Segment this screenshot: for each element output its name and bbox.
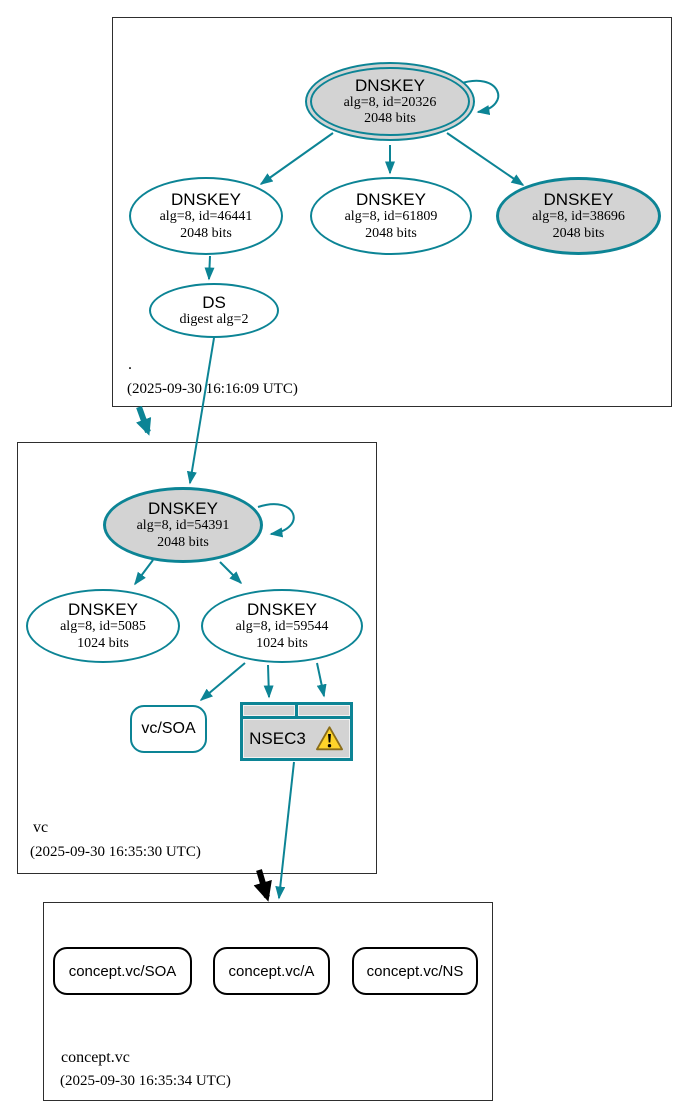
node-concept-vc-ns[interactable]: concept.vc/NS [352,947,478,995]
rrset-label: concept.vc/A [228,962,315,980]
node-alg-id: alg=8, id=61809 [344,209,438,225]
node-alg-id: alg=8, id=54391 [136,518,230,534]
node-root-dnskey-38696[interactable]: DNSKEY alg=8, id=38696 2048 bits [496,177,661,255]
nsec3-header-cell-left [243,705,295,716]
zone-label-root: . [128,356,132,373]
node-alg-id: alg=8, id=46441 [159,209,253,225]
warning-icon[interactable] [315,725,344,752]
nsec3-header-row [243,705,350,716]
node-alg-id: alg=8, id=38696 [532,209,625,225]
node-bits: 2048 bits [365,225,417,241]
node-concept-vc-soa[interactable]: concept.vc/SOA [53,947,192,995]
node-root-dnskey-61809[interactable]: DNSKEY alg=8, id=61809 2048 bits [310,177,472,255]
nsec3-header-cell-right [298,705,350,716]
nsec3-label: NSEC3 [249,728,306,748]
edge-delegation-root-to-vc [136,405,152,436]
node-bits: 2048 bits [552,225,605,241]
node-alg-id: alg=8, id=59544 [235,619,329,635]
rrset-label: concept.vc/SOA [68,962,177,980]
node-alg-id: alg=8, id=5085 [60,619,146,635]
rrset-label: vc/SOA [141,720,196,737]
rrset-label: concept.vc/NS [366,962,464,980]
zone-box-concept-vc [43,902,493,1101]
node-bits: 2048 bits [364,111,416,127]
node-vc-dnskey-54391[interactable]: DNSKEY alg=8, id=54391 2048 bits [103,487,263,563]
node-root-dnskey-20326[interactable]: DNSKEY alg=8, id=20326 2048 bits [305,62,475,141]
zone-timestamp-vc: (2025-09-30 16:35:30 UTC) [30,844,201,860]
node-title: DNSKEY [171,190,241,210]
node-vc-nsec3[interactable]: NSEC3 [240,702,353,761]
nsec3-body: NSEC3 [243,719,350,758]
zone-timestamp-root: (2025-09-30 16:16:09 UTC) [127,381,298,397]
node-title: DNSKEY [247,600,317,620]
zone-label-concept-vc: concept.vc [61,1049,130,1066]
node-bits: 1024 bits [256,635,308,651]
node-alg-id: alg=8, id=20326 [343,94,437,110]
node-vc-dnskey-59544[interactable]: DNSKEY alg=8, id=59544 1024 bits [201,589,363,663]
node-root-dnskey-46441[interactable]: DNSKEY alg=8, id=46441 2048 bits [129,177,283,255]
node-root-ds[interactable]: DS digest alg=2 [149,283,279,338]
node-bits: 2048 bits [157,534,209,550]
zone-label-vc: vc [33,819,49,836]
node-title: DNSKEY [148,499,218,519]
node-vc-soa[interactable]: vc/SOA [130,705,207,753]
node-title: DNSKEY [355,75,425,95]
edge-delegation-vc-to-concept-vc [253,869,272,902]
node-title: DNSKEY [68,600,138,620]
node-bits: 2048 bits [180,225,232,241]
node-title: DNSKEY [543,190,614,210]
node-concept-vc-a[interactable]: concept.vc/A [213,947,330,995]
node-title: DNSKEY [356,190,426,210]
node-digest: digest alg=2 [179,311,249,327]
node-title: DS [202,292,226,312]
zone-timestamp-concept-vc: (2025-09-30 16:35:34 UTC) [60,1073,231,1089]
node-vc-dnskey-5085[interactable]: DNSKEY alg=8, id=5085 1024 bits [26,589,180,663]
node-bits: 1024 bits [77,635,129,651]
